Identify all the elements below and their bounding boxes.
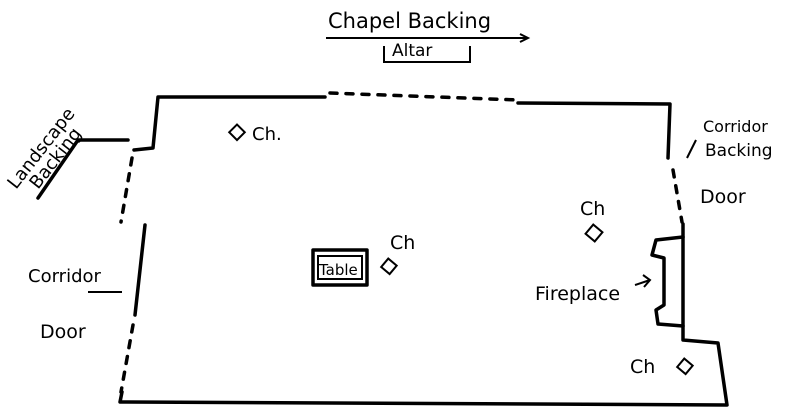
chair: Ch. [227, 123, 282, 145]
corridor-backing-label-2: Backing [705, 141, 773, 161]
back-wall-right [516, 101, 672, 160]
chair: Ch [379, 232, 415, 276]
fireplace [650, 235, 685, 328]
altar-bracket [383, 46, 471, 63]
chair: Ch [630, 356, 695, 378]
chair: Ch [580, 198, 605, 243]
left-corridor-label: Corridor [28, 266, 102, 287]
left-wall-middle [133, 223, 147, 317]
fireplace-label: Fireplace [535, 283, 620, 305]
fireplace-arrow [634, 274, 652, 288]
left-door-opening [119, 323, 135, 394]
right-wall [118, 222, 729, 407]
svg-text:Ch: Ch [630, 356, 655, 378]
left-door-label: Door [40, 321, 86, 343]
back-wall-dashed [328, 91, 520, 102]
corridor-backing-label-1: Corridor [703, 117, 768, 136]
altar-label: Altar [392, 41, 432, 61]
landscape-backing-line [36, 138, 130, 200]
table [311, 248, 369, 287]
back-wall-left [132, 95, 327, 152]
chapel-backing-label: Chapel Backing [328, 9, 491, 33]
svg-text:Ch: Ch [580, 198, 605, 220]
right-door-label: Door [700, 186, 746, 208]
svg-text:Ch: Ch [390, 232, 415, 254]
left-wall-upper-dashed [119, 156, 134, 224]
chapel-backing-arrow [326, 33, 531, 43]
table-label: Table [318, 261, 358, 279]
corridor-backing-line [686, 139, 697, 159]
svg-text:Ch.: Ch. [252, 124, 282, 145]
right-door-opening [671, 168, 684, 224]
